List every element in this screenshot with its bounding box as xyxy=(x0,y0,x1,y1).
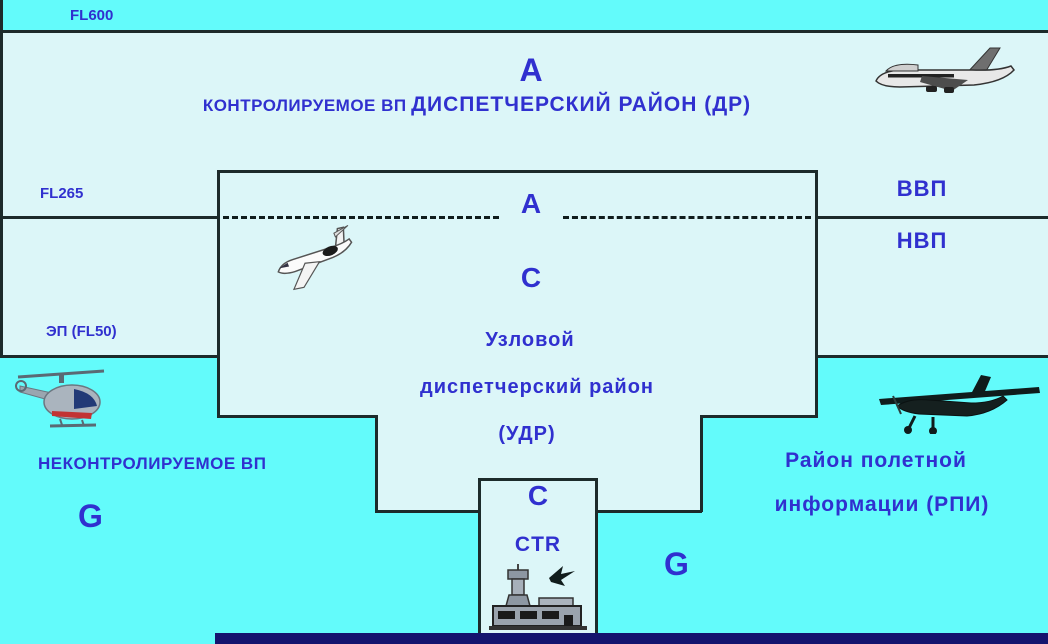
uncontrolled-notch-left xyxy=(217,417,375,644)
tma-box-left-border xyxy=(217,170,220,418)
ep-fl50-label: ЭП (FL50) xyxy=(46,323,117,340)
above-fl600-band xyxy=(0,0,1048,30)
helicopter-icon xyxy=(12,362,114,430)
tma-box-bottom-left xyxy=(375,510,481,513)
uncontrolled-vp-label: НЕКОНТРОЛИРУЕМОЕ ВП xyxy=(38,454,267,473)
light-aircraft-icon xyxy=(875,372,1047,434)
vvp-label: ВВП xyxy=(896,176,948,201)
uncontrolled-area-left xyxy=(0,358,217,644)
airliner-icon xyxy=(870,45,1020,105)
nvp-label: НВП xyxy=(896,228,948,253)
fl265-label: FL265 xyxy=(40,185,84,202)
controlled-airspace-caption: КОНТРОЛИРУЕМОЕ ВП ДИСПЕТЧЕРСКИЙ РАЙОН (Д… xyxy=(203,94,751,116)
ep-fl50-line-right xyxy=(815,355,1048,358)
tma-box-bottom-right xyxy=(596,510,702,513)
uncontrolled-notch-left-inner xyxy=(375,512,478,644)
business-jet-icon xyxy=(268,222,368,294)
tma-box-step-right-v xyxy=(700,415,703,512)
class-a-letter-tma: A xyxy=(510,190,552,218)
ground-bar xyxy=(215,633,1048,644)
fl265-dashed-line-left xyxy=(223,216,499,219)
class-c-letter-ctr: C xyxy=(527,480,549,511)
fir-label-line2: информации (РПИ) xyxy=(774,493,990,516)
tma-box-step-left-v xyxy=(375,415,378,512)
fl265-line xyxy=(0,216,217,219)
class-a-letter-upper: A xyxy=(519,52,543,88)
tma-box-right-border xyxy=(815,170,818,418)
tma-box-step-left-h xyxy=(217,415,378,418)
left-frame-line xyxy=(0,0,3,358)
fl265-dashed-line-right xyxy=(563,216,811,219)
class-g-letter-right: G xyxy=(664,546,689,582)
controlled-vp-label: КОНТРОЛИРУЕМОЕ ВП xyxy=(202,96,407,115)
vvp-nvp-divider-line xyxy=(815,216,1048,219)
control-area-label: ДИСПЕТЧЕРСКИЙ РАЙОН (ДР) xyxy=(411,93,752,116)
tma-name-line2: диспетчерский район xyxy=(419,376,655,398)
fl600-label: FL600 xyxy=(70,7,114,24)
fl600-line xyxy=(0,30,1048,33)
tma-box-step-right-h xyxy=(700,415,818,418)
tma-name-line3: (УДР) xyxy=(498,423,556,445)
class-g-letter-left: G xyxy=(78,498,103,534)
uncontrolled-notch-right xyxy=(702,417,815,644)
uncontrolled-notch-right-inner xyxy=(598,512,702,644)
tma-box-top-border xyxy=(217,170,818,173)
fir-label-line1: Район полетной xyxy=(785,449,967,472)
class-c-letter-tma: C xyxy=(520,262,542,293)
ep-fl50-line-left xyxy=(0,355,217,358)
airport-icon xyxy=(487,560,589,632)
tma-name-line1: Узловой xyxy=(485,329,575,351)
ctr-label: CTR xyxy=(514,533,562,556)
